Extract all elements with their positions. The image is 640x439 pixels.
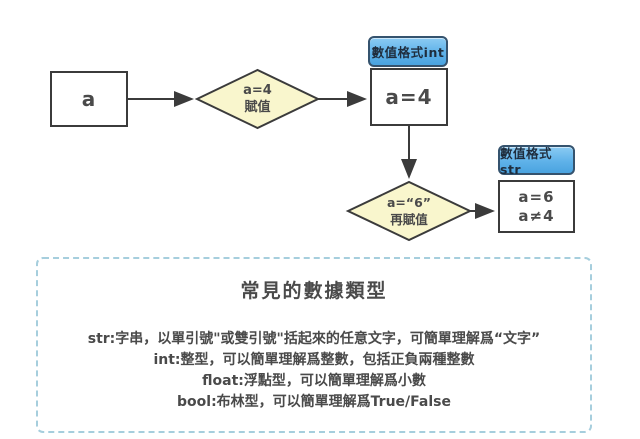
data-type-line-int: int:整型，可以簡單理解爲整數，包括正負兩種整數 (153, 352, 475, 368)
box-variable-a-label: a (81, 87, 97, 111)
tag-format-int-label: 數值格式int (371, 45, 445, 60)
data-types-panel-title: 常見的數據類型 (240, 280, 388, 302)
box-a-equals-4-label: a=4 (385, 85, 433, 109)
box-a-equals-6-line1: a=6 (518, 187, 555, 206)
diamond-reassign-text: a=“6” 再賦值 (359, 192, 459, 230)
data-type-line-str: str:字串，以單引號"或雙引號"括起來的任意文字，可簡單理解爲“文字” (87, 331, 541, 347)
data-types-panel: 常見的數據類型 str:字串，以單引號"或雙引號"括起來的任意文字，可簡單理解爲… (36, 257, 592, 433)
flowchart-shapes (128, 68, 495, 242)
data-type-line-bool: bool:布林型，可以簡單理解爲True/False (177, 394, 451, 410)
diamond-reassign-shape (345, 180, 473, 242)
box-a-equals-6-line2: a≠4 (518, 206, 555, 225)
diamond-assign-line1: a=4 (243, 83, 272, 98)
tag-format-int: 數值格式int (368, 36, 448, 67)
flowchart: a a=4 賦值 數值格式int a=4 a=“6” 再賦值 數值格式str a… (50, 36, 575, 242)
data-types-panel-body: str:字串，以單引號"或雙引號"括起來的任意文字，可簡單理解爲“文字” int… (38, 329, 590, 413)
tag-format-str: 數值格式str (498, 145, 575, 177)
box-a-equals-6: a=6 a≠4 (498, 180, 575, 233)
diamond-reassign-line1: a=“6” (386, 195, 432, 210)
diamond-assign-shape (194, 68, 321, 130)
diamond-assign-text: a=4 賦值 (207, 80, 308, 118)
data-type-line-float: float:浮點型，可以簡單理解爲小數 (202, 373, 426, 389)
tag-format-str-label: 數值格式str (500, 146, 553, 177)
diamond-assign-line2: 賦值 (244, 100, 271, 115)
box-a-equals-4: a=4 (370, 68, 448, 126)
diamond-reassign-line2: 再賦值 (390, 212, 428, 227)
box-variable-a: a (50, 71, 128, 127)
